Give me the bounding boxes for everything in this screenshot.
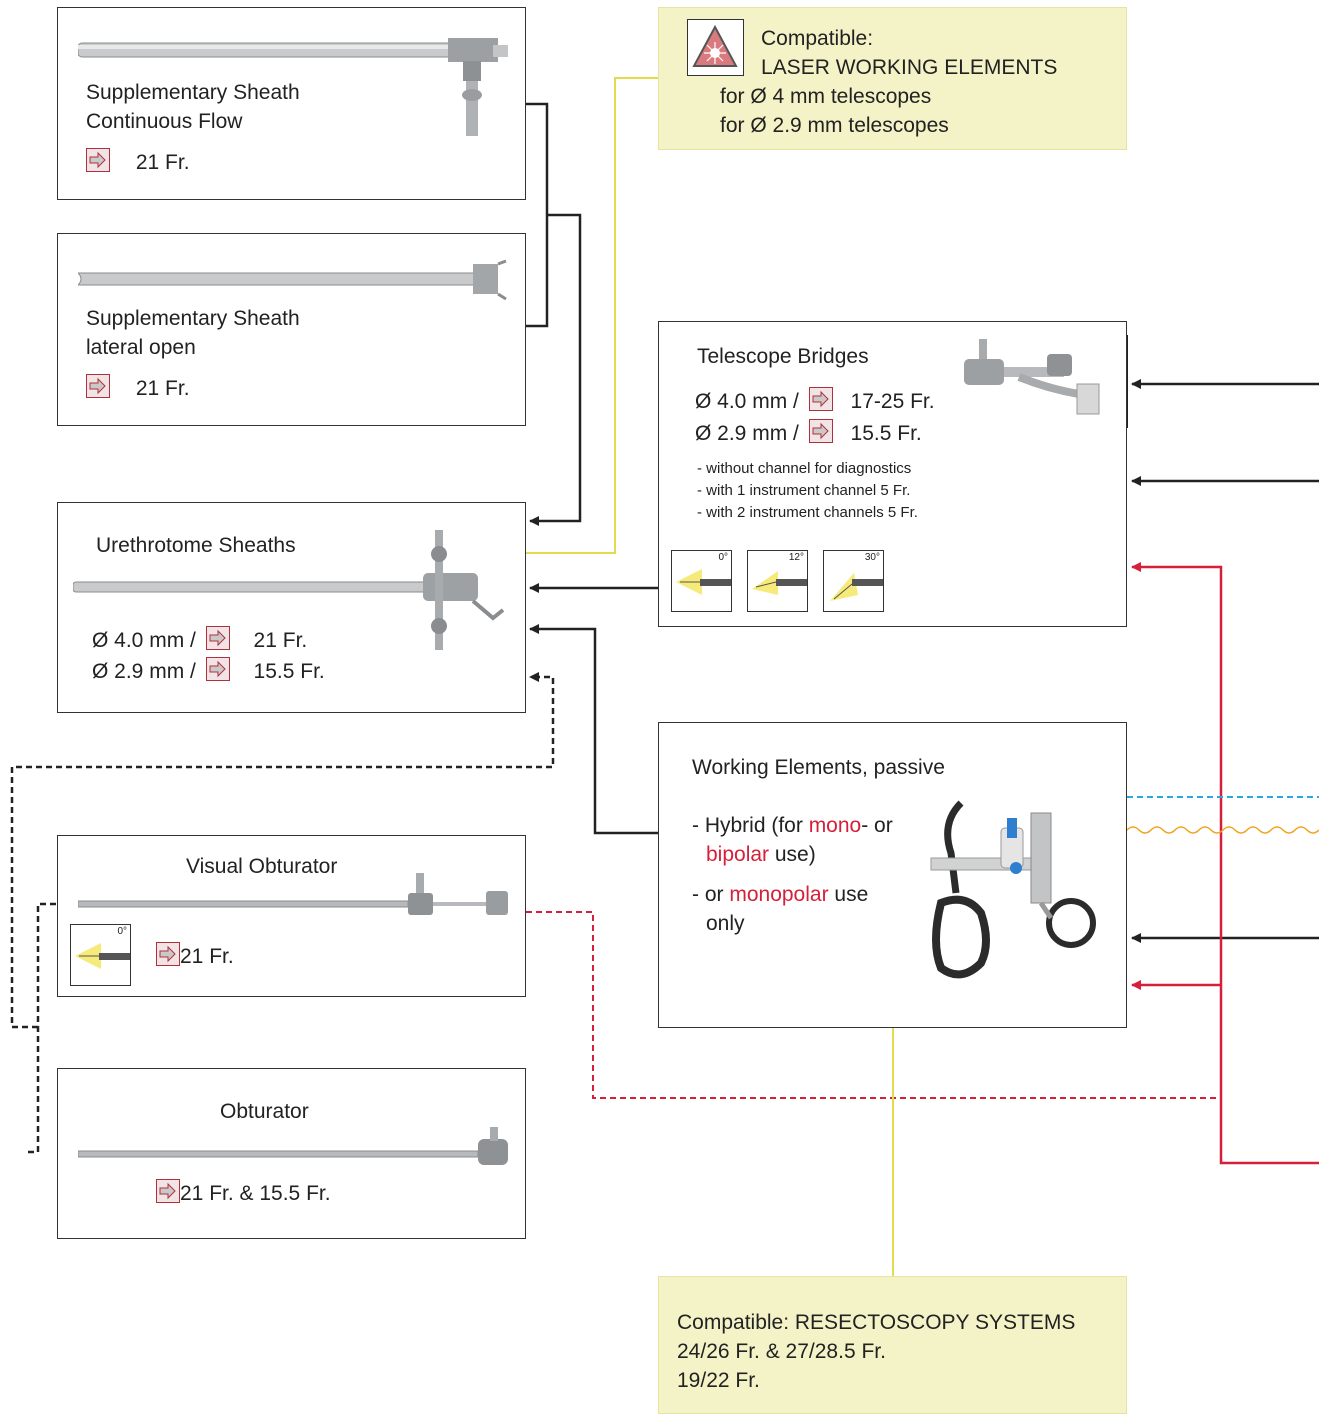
urethrotome-row1-size: 21 Fr. bbox=[253, 629, 308, 652]
supp-to-urethrotome-connector bbox=[529, 213, 582, 526]
working-bullet-1-cont: bipolar use) bbox=[706, 843, 816, 866]
red-system-line bbox=[1131, 562, 1319, 1165]
urethrotome-row2-size: 15.5 Fr. bbox=[253, 660, 325, 683]
resecto-line1: Compatible: RESECTOSCOPY SYSTEMS bbox=[677, 1311, 1076, 1334]
laser-connector bbox=[526, 77, 658, 554]
bridges-title: Telescope Bridges bbox=[697, 345, 869, 368]
bridges-row2-size: 15.5 Fr. bbox=[850, 422, 922, 445]
size-arrow-icon bbox=[205, 657, 230, 681]
bridges-bullet-3: - with 2 instrument channels 5 Fr. bbox=[697, 504, 918, 521]
bridges-row2: Ø 2.9 mm / 15.5 Fr. bbox=[695, 419, 922, 448]
size-arrow-icon bbox=[156, 942, 180, 966]
resecto-line2: 24/26 Fr. & 27/28.5 Fr. bbox=[677, 1340, 886, 1363]
supp-flow-connector bbox=[526, 102, 549, 328]
supp-sheath-lateral-image bbox=[78, 259, 507, 301]
working-title: Working Elements, passive bbox=[692, 756, 945, 779]
supp-flow-line1: Supplementary Sheath bbox=[86, 81, 300, 104]
bridges-bullet-2: - with 1 instrument channel 5 Fr. bbox=[697, 482, 911, 499]
urethrotome-row2-dia: Ø 2.9 mm / bbox=[92, 660, 196, 683]
supp-lateral-line2: lateral open bbox=[86, 336, 196, 359]
bridges-row1-size: 17-25 Fr. bbox=[850, 390, 935, 413]
laser-line2: LASER WORKING ELEMENTS bbox=[761, 56, 1058, 79]
size-arrow-icon bbox=[86, 148, 110, 172]
obturator-image bbox=[78, 1127, 508, 1165]
size-arrow-icon bbox=[86, 374, 110, 398]
obturator-to-urethrotome-dashed bbox=[10, 672, 555, 1029]
supp-flow-size-row: 21 Fr. bbox=[86, 148, 190, 177]
urethrotome-row1-dia: Ø 4.0 mm / bbox=[92, 629, 196, 652]
obturator-title: Obturator bbox=[220, 1100, 309, 1123]
working-elements-box[interactable]: Working Elements, passive - Hybrid (for … bbox=[658, 722, 1127, 1028]
working-element-image bbox=[930, 800, 1096, 979]
size-arrow-icon bbox=[808, 419, 833, 443]
urethrotome-title: Urethrotome Sheaths bbox=[96, 534, 296, 557]
working-bullet-2: - or monopolar use bbox=[692, 883, 869, 906]
bridges-bullet-1: - without channel for diagnostics bbox=[697, 460, 912, 477]
visual-obturator-box[interactable]: Visual Obturator 0° 21 Fr. bbox=[57, 835, 526, 997]
urethrotome-row2: Ø 2.9 mm / 15.5 Fr. bbox=[92, 657, 325, 686]
orange-wave-line bbox=[1126, 826, 1319, 834]
laser-warning-icon bbox=[687, 19, 744, 76]
bridges-row1-dia: Ø 4.0 mm / bbox=[695, 390, 799, 413]
resecto-line3: 19/22 Fr. bbox=[677, 1369, 760, 1392]
urethrotome-image bbox=[73, 530, 505, 650]
size-arrow-icon bbox=[808, 387, 833, 411]
laser-line1: Compatible: bbox=[761, 27, 874, 50]
bridges-angle-0-icon: 0° bbox=[671, 550, 732, 612]
supp-flow-size: 21 Fr. bbox=[135, 151, 190, 174]
working-bullet-2-cont: only bbox=[706, 912, 745, 935]
supp-sheath-lateral-box[interactable]: Supplementary Sheath lateral open 21 Fr. bbox=[57, 233, 526, 426]
supp-sheath-flow-box[interactable]: Supplementary Sheath Continuous Flow 21 … bbox=[57, 7, 526, 200]
laser-compatible-box: Compatible: LASER WORKING ELEMENTS for Ø… bbox=[658, 7, 1127, 150]
visual-obturator-size-row: 21 Fr. bbox=[156, 942, 234, 971]
urethrotome-row1: Ø 4.0 mm / 21 Fr. bbox=[92, 626, 307, 655]
working-to-urethrotome-arrow bbox=[529, 624, 658, 835]
telescope-bridges-box[interactable]: Telescope Bridges Ø 4.0 mm / 17-25 Fr. Ø… bbox=[658, 321, 1127, 627]
laser-line4: for Ø 2.9 mm telescopes bbox=[720, 114, 949, 137]
bridges-row2-dia: Ø 2.9 mm / bbox=[695, 422, 799, 445]
working-bullet-1: - Hybrid (for mono- or bbox=[692, 814, 893, 837]
visual-obturator-angle-icon: 0° bbox=[70, 924, 131, 986]
bridges-image bbox=[964, 339, 1100, 415]
supp-flow-line2: Continuous Flow bbox=[86, 110, 243, 133]
bridges-angle-30-icon: 30° bbox=[823, 550, 884, 612]
bridges-row1: Ø 4.0 mm / 17-25 Fr. bbox=[695, 387, 935, 416]
visual-obturator-size: 21 Fr. bbox=[180, 945, 234, 968]
obturator-box[interactable]: Obturator 21 Fr. & 15.5 Fr. bbox=[57, 1068, 526, 1239]
bridges-angle-12-icon: 12° bbox=[747, 550, 808, 612]
urethrotome-sheaths-box[interactable]: Urethrotome Sheaths Ø 4.0 mm / 21 Fr. Ø … bbox=[57, 502, 526, 713]
visual-obturator-title: Visual Obturator bbox=[186, 855, 338, 878]
supp-sheath-flow-image bbox=[78, 38, 508, 136]
laser-line3: for Ø 4 mm telescopes bbox=[720, 85, 932, 108]
visual-obturator-image bbox=[78, 873, 508, 915]
supp-lateral-line1: Supplementary Sheath bbox=[86, 307, 300, 330]
resecto-compatible-box: Compatible: RESECTOSCOPY SYSTEMS 24/26 F… bbox=[658, 1276, 1127, 1414]
visual-obturator-red-dashed bbox=[526, 911, 1221, 1099]
size-arrow-icon bbox=[205, 626, 230, 650]
supp-lateral-size: 21 Fr. bbox=[135, 377, 190, 400]
obturator-size: 21 Fr. & 15.5 Fr. bbox=[180, 1182, 331, 1205]
obturator-size-row: 21 Fr. & 15.5 Fr. bbox=[156, 1179, 331, 1208]
size-arrow-icon bbox=[156, 1179, 180, 1203]
supp-lateral-size-row: 21 Fr. bbox=[86, 374, 190, 403]
